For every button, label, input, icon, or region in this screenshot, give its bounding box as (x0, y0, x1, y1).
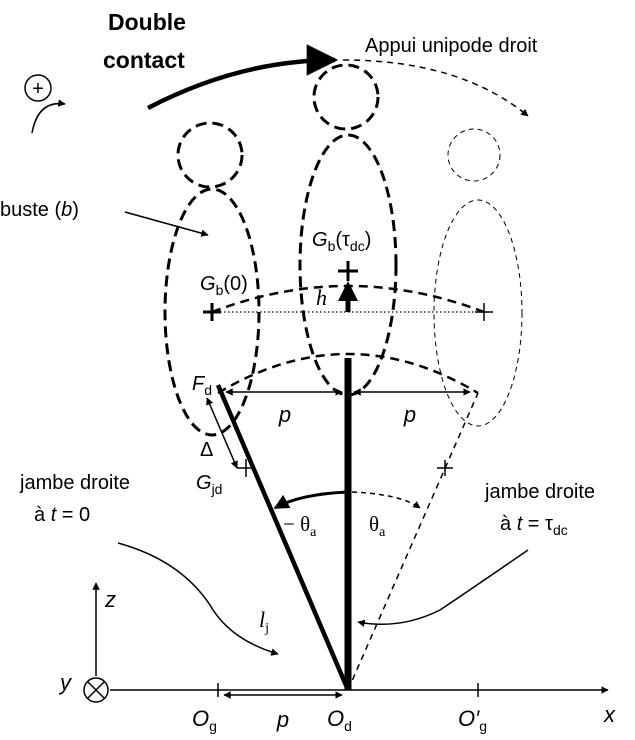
theta-arc-right (351, 491, 421, 509)
plus-sign: + (32, 78, 44, 100)
com-cross-right (475, 303, 493, 321)
jambe-left-line1: jambe droite (19, 472, 130, 494)
gjd-cross-left (237, 459, 255, 477)
jambe-right-line2: à t = τdc (500, 513, 568, 538)
rotation-arrow-icon (31, 99, 66, 134)
theta-arc-left (273, 490, 349, 510)
head-right (447, 128, 501, 182)
buste-pointer-arrow (124, 211, 209, 237)
minus-theta-label: − θa (283, 512, 317, 540)
y-axis-into-page-icon (83, 677, 109, 703)
od-label: Od (327, 706, 352, 734)
gb-tau-label: Gb(τdc) (312, 229, 371, 254)
gjd-label: Gjd (196, 472, 222, 497)
y-label: y (58, 670, 73, 695)
jambe-left-line2: à t = 0 (34, 504, 90, 526)
torso-right (433, 199, 523, 427)
com-cross-middle (338, 261, 358, 281)
lj-label: lj (259, 607, 269, 636)
head-left (176, 121, 244, 189)
head-middle (312, 63, 380, 131)
x-label: x (603, 702, 616, 727)
og-label: Og (192, 706, 217, 734)
plus-circle-icon (24, 74, 52, 102)
z-label: z (104, 587, 116, 612)
fd-label: Fd (192, 373, 212, 398)
p-label-right: p (403, 402, 416, 427)
jambe-right-line1: jambe droite (484, 481, 595, 503)
theta-label: θa (369, 512, 386, 540)
delta-label: Δ (200, 439, 213, 461)
appui-arrow (342, 59, 529, 117)
jambe-left-pointer (117, 542, 279, 656)
torso-middle (298, 133, 398, 397)
double-contact-arrow (146, 44, 339, 110)
gb0-label: Gb(0) (200, 273, 248, 298)
buste-label: buste (b) (0, 199, 79, 221)
p-label-base: p (276, 707, 289, 732)
title-line2: contact (103, 47, 185, 73)
gjd-cross-right (437, 460, 453, 476)
com-cross-left (203, 303, 221, 321)
jambe-right-pointer (357, 549, 529, 627)
leg-tau-dc (347, 392, 479, 691)
h-label: h (316, 285, 327, 310)
p-label-left: p (278, 402, 291, 427)
foot-trajectory-arc (217, 352, 479, 395)
leg-t0 (215, 384, 351, 691)
appui-label: Appui unipode droit (365, 35, 538, 57)
title-line1: Double (108, 9, 186, 35)
og-prime-label: O′g (458, 706, 487, 734)
delta-arrow (206, 397, 238, 469)
